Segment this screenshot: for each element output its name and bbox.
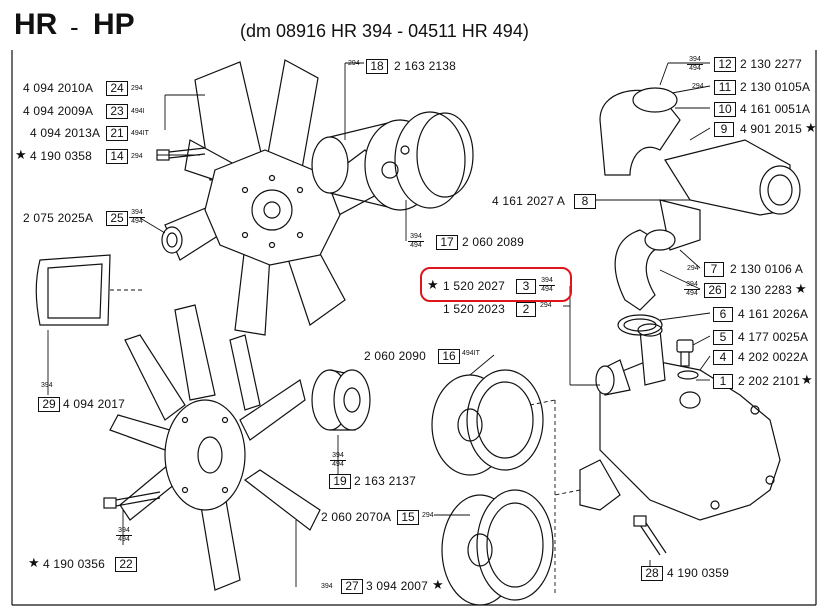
variant-note: 294 xyxy=(348,60,360,67)
ref-box-6: 6 xyxy=(713,307,733,322)
model-title-hr: HR xyxy=(14,8,58,41)
ref-box-18: 18 xyxy=(366,59,388,74)
variant-note: 294 xyxy=(540,302,552,309)
ref-box-26: 26 xyxy=(704,283,726,298)
ref-box-1: 1 xyxy=(713,374,733,389)
ref-box-28: 28 xyxy=(641,566,663,581)
variant-note: 494IT xyxy=(462,350,480,357)
ref-box-11: 11 xyxy=(714,80,736,95)
star-icon: ★ xyxy=(15,147,27,162)
part-number: 4 094 2013A xyxy=(30,126,101,140)
star-icon: ★ xyxy=(801,372,813,387)
star-icon: ★ xyxy=(28,555,40,570)
part-number: 3 094 2007 xyxy=(366,579,429,593)
lower-fan-drawing xyxy=(109,304,321,591)
part-number: 2 130 2283 xyxy=(730,283,793,297)
variant-note: 294 xyxy=(687,265,699,272)
star-icon: ★ xyxy=(427,277,439,292)
part-number: 4 190 0359 xyxy=(667,566,730,580)
ref-box-5: 5 xyxy=(713,330,733,345)
ref-box-29: 29 xyxy=(38,397,60,412)
pump-small-parts-drawing xyxy=(617,314,699,556)
variant-note: 294 xyxy=(692,83,704,90)
ref-box-7: 7 xyxy=(704,262,724,277)
part-number: 2 060 2090 xyxy=(364,349,427,363)
part-number: 4 190 0356 xyxy=(43,557,106,571)
part-number: 2 163 2137 xyxy=(354,474,417,488)
part-number: 4 901 2015 xyxy=(740,122,803,136)
gasket-drawing xyxy=(35,254,111,326)
variant-note: 394 xyxy=(41,382,53,389)
ref-box-17: 17 xyxy=(436,235,458,250)
part-number: 4 094 2010A xyxy=(23,81,94,95)
water-pump-drawing xyxy=(579,323,781,521)
ref-box-25: 25 xyxy=(106,211,128,226)
part-number: 2 202 2101 xyxy=(738,374,801,388)
star-icon: ★ xyxy=(432,577,444,592)
part-number: 4 202 0022A xyxy=(738,350,809,364)
highlight-box xyxy=(420,267,572,302)
upper-fan-drawing xyxy=(164,59,396,336)
ref-box-8: 8 xyxy=(574,194,596,209)
variant-note: 494I xyxy=(131,108,145,115)
ref-box-10: 10 xyxy=(714,102,736,117)
ref-box-19: 19 xyxy=(329,474,351,489)
model-title-hp: HP xyxy=(93,8,135,41)
ref-box-12: 12 xyxy=(714,57,736,72)
part-number: 2 163 2138 xyxy=(394,59,457,73)
part-number: 4 094 2017 xyxy=(63,397,126,411)
ref-box-9: 9 xyxy=(714,122,734,137)
part-number: 4 177 0025A xyxy=(738,330,809,344)
ref-box-27: 27 xyxy=(341,579,363,594)
part-number: 4 161 2026A xyxy=(738,307,809,321)
part-number-highlighted: 1 520 2027 xyxy=(443,279,506,293)
variant-note: 294 xyxy=(422,512,434,519)
part-number: 2 130 2277 xyxy=(740,57,803,71)
part-number: 4 190 0358 xyxy=(30,149,93,163)
variant-note: 294 xyxy=(131,85,143,92)
ref-box-16: 16 xyxy=(438,349,460,364)
part-number: 4 161 0051A xyxy=(740,102,811,116)
star-icon: ★ xyxy=(805,120,817,135)
part-number: 1 520 2023 xyxy=(443,302,506,316)
part-number: 2 060 2089 xyxy=(462,235,525,249)
ref-box-15: 15 xyxy=(397,510,419,525)
ref-box-14: 14 xyxy=(106,149,128,164)
variant-note: 294 xyxy=(131,153,143,160)
part-number: 4 094 2009A xyxy=(23,104,94,118)
part-number: 4 161 2027 A xyxy=(492,194,566,208)
lower-pulleys-drawing xyxy=(431,369,554,606)
ref-box-3: 3 xyxy=(516,279,536,294)
ref-box-21: 21 xyxy=(106,126,128,141)
ref-box-24: 24 xyxy=(106,81,128,96)
part-number: 2 075 2025A xyxy=(23,211,94,225)
part-number: 2 060 2070A xyxy=(321,510,392,524)
ref-box-2: 2 xyxy=(516,302,536,317)
upper-hose-assembly-drawing xyxy=(599,87,801,311)
variant-note: 494IT xyxy=(131,130,149,137)
title-dash: - xyxy=(70,12,79,42)
upper-pulleys-drawing xyxy=(311,111,474,211)
ref-box-23: 23 xyxy=(106,104,128,119)
variant-note: 394 xyxy=(321,583,333,590)
ref-box-4: 4 xyxy=(713,350,733,365)
part-number: 2 130 0106 A xyxy=(730,262,804,276)
nut-25-drawing xyxy=(161,226,183,254)
bolt-22-drawing xyxy=(103,491,161,509)
ref-box-22: 22 xyxy=(115,557,137,572)
diagram-subtitle: (dm 08916 HR 394 - 04511 HR 494) xyxy=(240,21,529,41)
part-number: 2 130 0105A xyxy=(740,80,811,94)
star-icon: ★ xyxy=(795,281,807,296)
spacer-19-drawing xyxy=(311,369,371,431)
